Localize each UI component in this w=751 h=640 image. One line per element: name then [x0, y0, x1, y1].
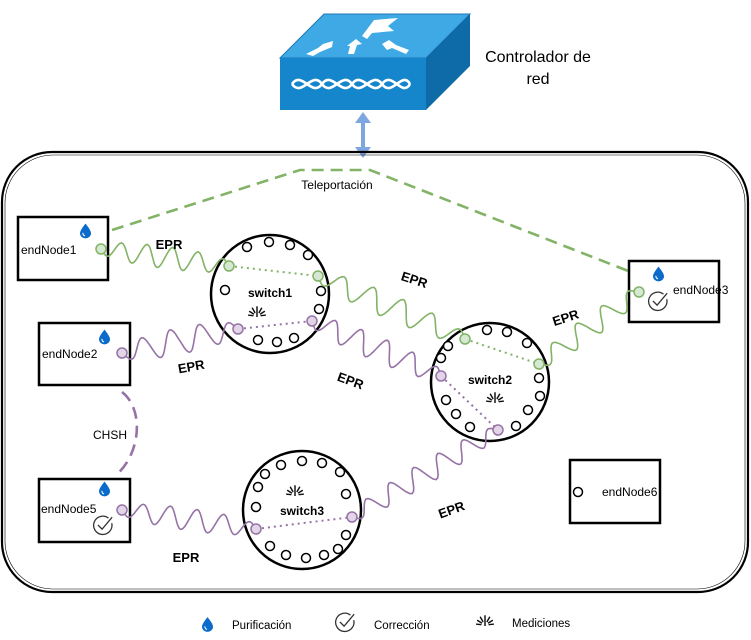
endnode2-label: endNode2 [42, 347, 98, 361]
epr-link-n2-s1 [121, 321, 239, 361]
epr-label-2: EPR [399, 268, 430, 291]
endnode6-label: endNode6 [602, 485, 658, 499]
switch3-node [241, 449, 363, 571]
endnode5-qubit [116, 504, 128, 516]
switch1-label: switch1 [248, 286, 292, 300]
switch1-qubit-purple-b [306, 315, 318, 327]
epr-label-6: EPR [436, 498, 467, 521]
switch2-label: switch2 [468, 373, 512, 387]
switch3-qubit-purple-b [346, 511, 358, 523]
epr-link-s1-s2 [317, 275, 466, 340]
chsh-link [115, 390, 139, 476]
switch1-qubit-purple-a [232, 323, 244, 335]
endnode1-qubit [95, 243, 107, 255]
switch1-qubit-green-a [223, 260, 235, 272]
epr-label-1: EPR [156, 237, 183, 252]
epr-label-3: EPR [551, 306, 582, 329]
switch3-qubits [250, 455, 352, 564]
switch2-qubit-green-a [459, 333, 471, 345]
epr-link-s1-s2-purple [311, 319, 442, 378]
controller-label: Controlador de [485, 49, 591, 66]
network-controller-icon [278, 13, 472, 110]
switch2-purple-link [440, 375, 499, 431]
legend-measurement-label: Mediciones [512, 618, 570, 630]
legend: Purificación Corrección Mediciones [202, 612, 570, 633]
legend-correction-label: Corrección [374, 620, 430, 632]
legend-correction-icon [334, 612, 355, 633]
chsh-label: CHSH [93, 428, 127, 442]
switch1-purple-link [237, 320, 313, 330]
switch3-purple-link [255, 516, 353, 530]
epr-label-5: EPR [335, 369, 366, 392]
switch2-qubit-purple-b [492, 424, 504, 436]
controller-label-line2: red [526, 71, 549, 88]
network-boundary [0, 150, 750, 594]
switch1-qubits [219, 236, 327, 348]
legend-purification-icon [202, 616, 213, 633]
switch1-qubit-green-b [312, 270, 324, 282]
endnode6-qubit [572, 486, 584, 498]
epr-link-n1-s1 [100, 242, 230, 273]
endnode3-label: endNode3 [673, 283, 729, 297]
switch3-label: switch3 [280, 504, 324, 518]
endnode5-box [37, 477, 132, 544]
switch3-qubit-purple-a [250, 523, 262, 535]
epr-label-4: EPR [177, 357, 207, 377]
epr-link-n5-s3 [121, 503, 257, 536]
switch2-qubits [435, 324, 546, 433]
endnode1-box [16, 215, 110, 282]
endnode2-box [37, 321, 132, 387]
switch2-qubit-green-b [533, 358, 545, 370]
epr-link-s2-n3 [538, 289, 640, 367]
teleportation-label: Teleportación [301, 178, 372, 192]
legend-purification-label: Purificación [232, 620, 291, 632]
endnode5-label: endNode5 [41, 502, 97, 516]
endnode1-label: endNode1 [21, 243, 77, 257]
switch1-node [209, 233, 331, 355]
switch2-green-link [464, 338, 540, 365]
endnode2-qubit [116, 347, 128, 359]
endnode6-box [568, 458, 662, 525]
epr-link-s2-s3 [351, 427, 499, 520]
endnode3-qubit [633, 286, 645, 298]
switch2-qubit-purple-a [435, 370, 447, 382]
teleportation-link [111, 168, 637, 276]
epr-label-7: EPR [173, 550, 200, 565]
legend-measurement-icon [476, 615, 494, 627]
